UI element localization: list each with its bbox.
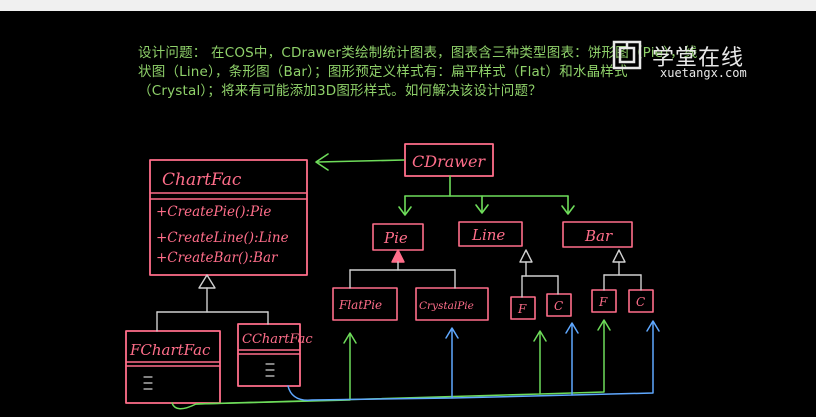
bar-title: Bar — [584, 227, 613, 245]
line-f-title: F — [517, 302, 527, 316]
line-c-class — [546, 293, 572, 317]
chartfac-title: ChartFac — [162, 170, 242, 190]
line-title: Line — [471, 226, 505, 244]
xuetangx-logo-icon — [612, 40, 642, 70]
chartfac-method-line: +CreateLine():Line — [156, 230, 289, 246]
cdrawer-title: CDrawer — [412, 152, 486, 171]
chartfac-class — [149, 159, 308, 276]
pie-title: Pie — [383, 229, 408, 247]
chartfac-inheritance — [156, 274, 269, 332]
bar-inheritance — [603, 249, 642, 291]
question-text: 设计问题： 在COS中，CDrawer类绘制统计图表，图表含三种类型图表：饼形图… — [138, 45, 698, 99]
watermark-chinese: 学堂在线 — [652, 46, 745, 71]
fchartfac-title: FChartFac — [129, 341, 211, 359]
flatpie-class — [332, 287, 398, 321]
flatpie-title: FlatPie — [338, 298, 382, 312]
chartfac-method-bar: +CreateBar():Bar — [156, 250, 279, 266]
line-c-title: C — [554, 299, 563, 313]
fchartfac-class — [125, 330, 221, 404]
line-class — [458, 221, 523, 247]
watermark: 学堂在线 xuetangx.com — [612, 38, 812, 86]
line-f-class — [510, 296, 536, 320]
cdrawer-class — [404, 143, 494, 177]
line-inheritance — [519, 249, 559, 298]
watermark-url: xuetangx.com — [660, 66, 747, 80]
cchartfac-title: CChartFac — [242, 332, 313, 347]
cchartfac-create-arrows — [287, 320, 660, 401]
bar-class — [562, 221, 633, 248]
cdrawer-to-chartfac-arrow — [315, 153, 405, 171]
crystalpie-class — [415, 287, 489, 321]
pie-inheritance — [349, 249, 456, 289]
chartfac-method-pie: +CreatePie():Pie — [156, 204, 271, 220]
cchartfac-class — [237, 323, 301, 387]
cdrawer-to-products-arrows — [398, 175, 575, 216]
crystalpie-title: CrystalPie — [419, 300, 474, 312]
bar-f-title: F — [598, 295, 608, 309]
bar-c-title: C — [636, 295, 645, 309]
top-bar — [0, 0, 816, 11]
